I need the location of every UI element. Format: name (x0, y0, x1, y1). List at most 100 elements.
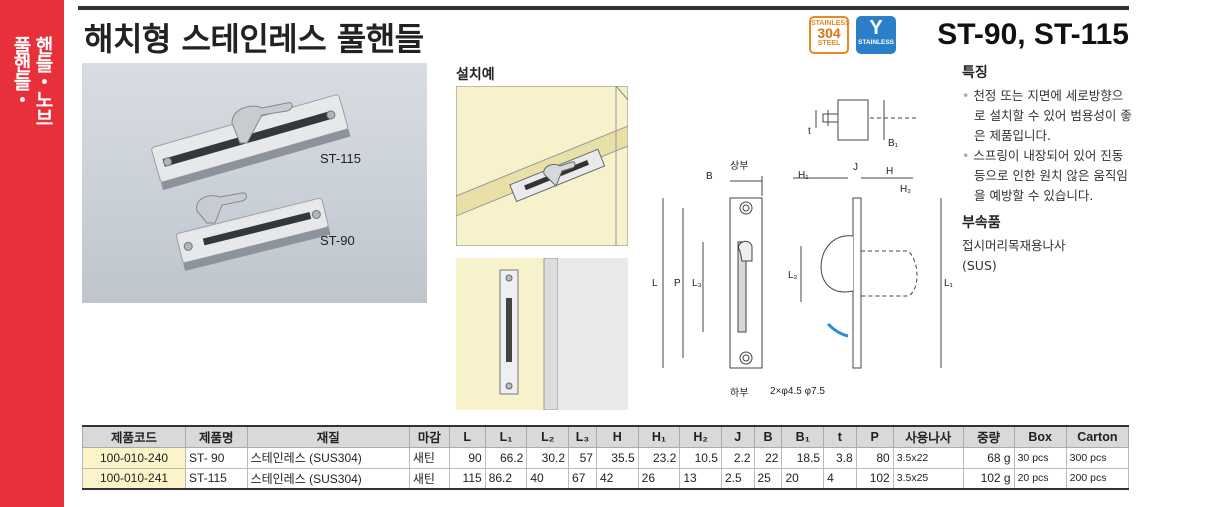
cell-P: 80 (855, 446, 894, 469)
dim-H1: H₁ (798, 170, 809, 181)
category-side-tab[interactable]: 풀핸들・ 핸들・노브 (0, 0, 64, 507)
cell-carton: 300 pcs (1065, 446, 1130, 469)
dim-t: t (808, 126, 811, 137)
cell-finish: 새틴 (408, 467, 450, 490)
cell-H1: 23.2 (637, 446, 681, 469)
features-panel: 특징 •천정 또는 지면에 세로방향으로 설치할 수 있어 범용성이 좋은 제품… (962, 62, 1132, 276)
spec-table-header-row: 제품코드 제품명 재질 마감 L L₁ L₂ L₃ H H₁ H₂ J B B₁… (81, 425, 1130, 448)
feature-text: 천정 또는 지면에 세로방향으로 설치할 수 있어 범용성이 좋은 제품입니다. (973, 88, 1132, 143)
dim-H2: H₂ (900, 184, 911, 195)
cell-H: 42 (595, 467, 639, 490)
badge-304-mid: 304 (817, 25, 841, 41)
feature-item: •스프링이 내장되어 있어 진동 등으로 인한 원치 않은 움직임을 예방할 수… (962, 146, 1132, 206)
accessories-title: 부속품 (962, 215, 1001, 231)
cell-L: 115 (448, 467, 486, 490)
stainless-badge: Y STAINLESS (856, 16, 896, 54)
cell-product-name: ST- 90 (185, 446, 248, 469)
cell-P: 102 (855, 467, 894, 490)
col-header: B₁ (781, 425, 825, 448)
dim-B1: B₁ (888, 138, 899, 149)
cell-screw: 3.5x22 (892, 446, 964, 469)
cell-L3: 67 (568, 467, 597, 490)
cell-L3: 57 (568, 446, 597, 469)
side-tab-line1: 풀핸들・ (10, 36, 32, 108)
dim-L2: L₂ (788, 270, 798, 281)
dim-L1: L₁ (944, 278, 954, 289)
col-header: L (448, 425, 486, 448)
cell-product-name: ST-115 (185, 467, 248, 490)
accessory-line: (SUS) (962, 258, 997, 273)
technical-drawing: B 상부 t B₁ H₁ J H H₂ L P L₃ L₂ L₁ 하부 2×φ4… (652, 99, 954, 399)
col-header: 중량 (962, 425, 1015, 448)
cell-material: 스테인레스 (SUS304) (246, 446, 410, 469)
stainless-y-icon: Y (869, 17, 883, 39)
product-photo-illustration (151, 94, 351, 271)
stainless-badge-label: STAINLESS (858, 39, 894, 46)
cell-L2: 40 (526, 467, 570, 490)
col-header: J (720, 425, 755, 448)
col-header: 제품명 (185, 425, 248, 448)
stainless-304-badge: STAINLESS 304 STEEL (809, 16, 850, 54)
cell-L2: 30.2 (526, 446, 570, 469)
dim-L: L (652, 278, 658, 289)
col-header: 재질 (246, 425, 410, 448)
cell-H2: 10.5 (679, 446, 722, 469)
col-header: L₁ (484, 425, 528, 448)
accessory-line: 접시머리목재용나사 (962, 238, 1066, 253)
diagram-hole-spec: 2×φ4.5 φ7.5 (770, 386, 825, 397)
table-row[interactable]: 100-010-240 ST- 90 스테인레스 (SUS304) 새틴 90 … (81, 446, 1130, 469)
col-header: P (855, 425, 894, 448)
side-tab-line2: 핸들・노브 (32, 36, 54, 126)
installation-floor-illustration (455, 257, 629, 411)
cell-B: 25 (753, 467, 783, 490)
dim-J: J (853, 162, 858, 173)
header-rule (78, 6, 1129, 10)
cell-weight: 68 g (962, 446, 1015, 469)
cell-screw: 3.5x25 (892, 467, 964, 490)
photo-label-st115: ST-115 (320, 151, 361, 166)
col-header: 마감 (408, 425, 450, 448)
installation-ceiling-illustration (455, 85, 629, 247)
cell-J: 2.5 (720, 467, 755, 490)
cell-weight: 102 g (962, 467, 1015, 490)
bullet-icon: • (962, 88, 970, 103)
cell-J: 2.2 (720, 446, 755, 469)
cell-product-code: 100-010-241 (81, 467, 187, 490)
diagram-bottom-label: 하부 (730, 386, 748, 399)
cell-t: 4 (823, 467, 857, 490)
col-header: Carton (1065, 425, 1130, 448)
cell-carton: 200 pcs (1065, 467, 1130, 490)
cell-product-code: 100-010-240 (81, 446, 187, 469)
features-list: •천정 또는 지면에 세로방향으로 설치할 수 있어 범용성이 좋은 제품입니다… (962, 86, 1132, 206)
col-header: H₂ (679, 425, 722, 448)
dim-B: B (706, 171, 713, 182)
dim-P: P (674, 278, 681, 289)
col-header: t (823, 425, 857, 448)
col-header: L₃ (568, 425, 597, 448)
table-row[interactable]: 100-010-241 ST-115 스테인레스 (SUS304) 새틴 115… (81, 467, 1130, 490)
photo-label-st90: ST-90 (320, 233, 355, 248)
cell-L1: 86.2 (484, 467, 528, 490)
cell-material: 스테인레스 (SUS304) (246, 467, 410, 490)
col-header: L₂ (526, 425, 570, 448)
installation-example-title: 설치예 (456, 67, 495, 83)
cell-finish: 새틴 (408, 446, 450, 469)
cell-H2: 13 (679, 467, 722, 490)
cell-B1: 20 (781, 467, 825, 490)
spec-table: 제품코드 제품명 재질 마감 L L₁ L₂ L₃ H H₁ H₂ J B B₁… (81, 425, 1130, 490)
page-title: 해치형 스테인레스 풀핸들 (84, 20, 424, 58)
cell-H1: 26 (637, 467, 681, 490)
cell-B1: 18.5 (781, 446, 825, 469)
ceiling-install-drawing (455, 85, 629, 247)
cell-t: 3.8 (823, 446, 857, 469)
bullet-icon: • (962, 148, 970, 163)
badge-304-bottom: STEEL (817, 40, 841, 47)
features-title: 특징 (962, 65, 988, 81)
cell-L: 90 (448, 446, 486, 469)
dim-H: H (886, 166, 893, 177)
feature-text: 스프링이 내장되어 있어 진동 등으로 인한 원치 않은 움직임을 예방할 수 … (973, 148, 1128, 203)
cell-B: 22 (753, 446, 783, 469)
diagram-top-label: 상부 (730, 160, 748, 172)
floor-install-drawing (455, 257, 629, 411)
cell-box: 30 pcs (1013, 446, 1067, 469)
